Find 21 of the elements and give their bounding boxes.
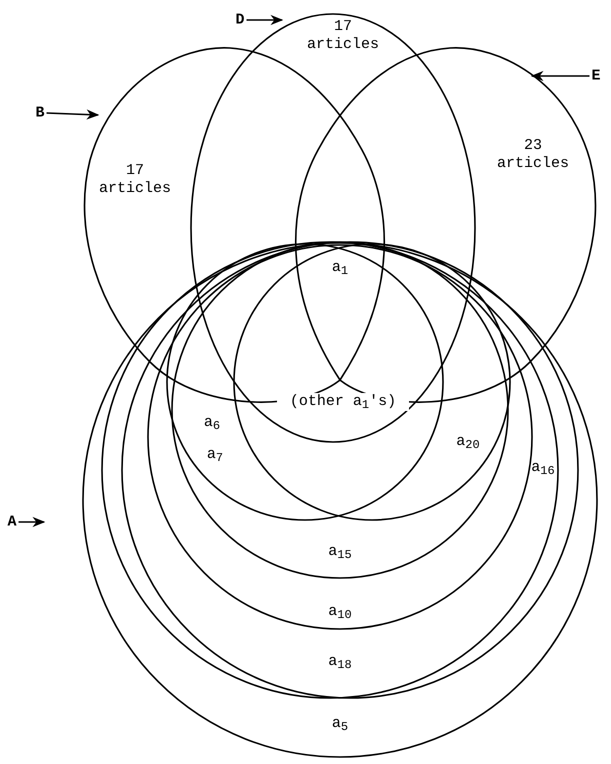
region-label: a$_{18}$ <box>327 653 353 671</box>
region-label: a$_{5}$ <box>330 715 350 733</box>
arrow <box>18 516 46 528</box>
set-letter: B <box>36 106 44 120</box>
region-label: a$_{15}$ <box>327 543 353 561</box>
region-label: a$_{6}$ <box>202 414 222 432</box>
set-letter: E <box>592 68 600 84</box>
region-label: 17 articles <box>98 162 172 198</box>
region-label: a$_{16}$ <box>531 459 555 477</box>
arrow <box>246 14 284 26</box>
region-label: 17 articles <box>306 18 380 54</box>
set-letter: D <box>236 12 244 28</box>
region-label: a$_{10}$ <box>327 603 353 621</box>
region-label: a$_{20}$ <box>455 433 481 451</box>
set-letter: A <box>8 514 16 530</box>
arrow <box>530 70 590 82</box>
arrow <box>46 109 100 120</box>
region-label: a$_{1}$ <box>330 259 350 277</box>
region-label: (other a$_{1}$'s) <box>277 393 409 411</box>
region-label: 23 articles <box>496 137 570 173</box>
region-label: a$_{7}$ <box>206 446 224 464</box>
